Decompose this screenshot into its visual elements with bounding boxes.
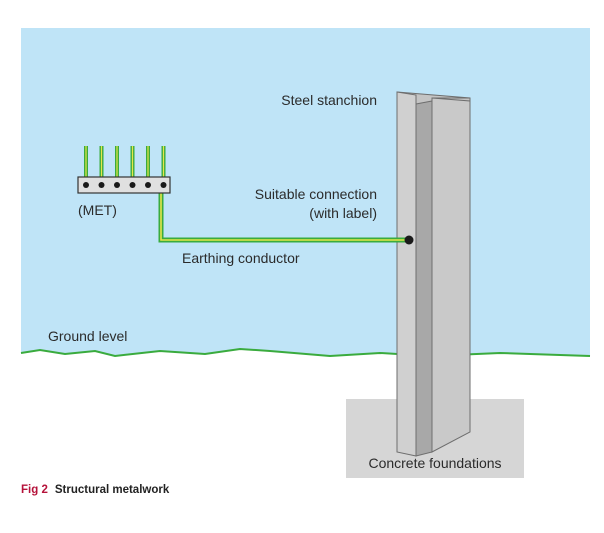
label-ground-level: Ground level — [48, 328, 127, 344]
figure-title: Structural metalwork — [54, 484, 170, 496]
met-terminal — [83, 182, 89, 188]
earthing-conductor — [158, 190, 409, 243]
met-terminal — [98, 182, 105, 188]
met-terminal — [145, 182, 151, 188]
label-earthing-conductor: Earthing conductor — [182, 250, 300, 266]
figure-number: Fig 2 — [21, 484, 48, 496]
met-terminal — [114, 182, 120, 188]
met-conductors — [84, 146, 166, 177]
ground-level-line — [20, 347, 591, 358]
figure-caption: Fig 2 Structural metalwork — [21, 484, 169, 496]
label-met: (MET) — [78, 202, 117, 218]
steel-stanchion — [396, 91, 471, 457]
label-suitable-connection: Suitable connection — [255, 186, 377, 202]
label-with-label: (with label) — [309, 205, 377, 221]
met-terminal — [129, 182, 136, 188]
label-steel-stanchion: Steel stanchion — [281, 92, 377, 108]
met-terminal — [160, 182, 167, 188]
met-terminal-bar — [77, 176, 171, 194]
connection-point — [404, 235, 414, 245]
label-concrete-foundations: Concrete foundations — [368, 455, 501, 471]
